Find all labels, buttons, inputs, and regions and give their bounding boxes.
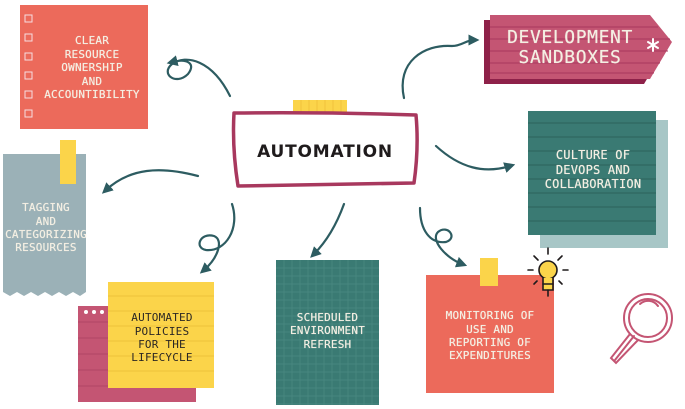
node-monitoring: MONITORING OF USE AND REPORTING OF EXPEN… bbox=[445, 309, 535, 363]
center-box bbox=[231, 100, 419, 188]
tape bbox=[480, 258, 498, 286]
note-refresh bbox=[276, 260, 379, 405]
note-tagging bbox=[3, 140, 86, 296]
asterisk-icon bbox=[647, 38, 659, 52]
note-culture bbox=[528, 111, 668, 248]
node-development-sandboxes: DEVELOPMENT SANDBOXES bbox=[507, 26, 633, 68]
node-lifecycle: AUTOMATED POLICIES FOR THE LIFECYCLE bbox=[131, 311, 193, 365]
lightbulb-icon bbox=[527, 247, 569, 297]
note-resource-ownership bbox=[20, 5, 148, 129]
connector-arrows bbox=[101, 34, 516, 274]
node-resource-ownership: CLEAR RESOURCE OWNERSHIP AND ACCOUNTIBIL… bbox=[44, 34, 140, 102]
banner-development-sandboxes bbox=[484, 15, 672, 84]
center-title: AUTOMATION bbox=[257, 141, 393, 162]
note-monitoring bbox=[426, 258, 554, 393]
note-lifecycle bbox=[78, 282, 214, 402]
tape bbox=[60, 140, 76, 184]
node-refresh: SCHEDULED ENVIRONMENT REFRESH bbox=[289, 310, 366, 351]
node-culture: CULTURE OF DEVOPS AND COLLABORATION bbox=[544, 148, 642, 192]
magnifying-glass-icon bbox=[609, 293, 673, 365]
node-tagging: TAGGING AND CATEGORIZING RESOURCES bbox=[5, 201, 87, 255]
